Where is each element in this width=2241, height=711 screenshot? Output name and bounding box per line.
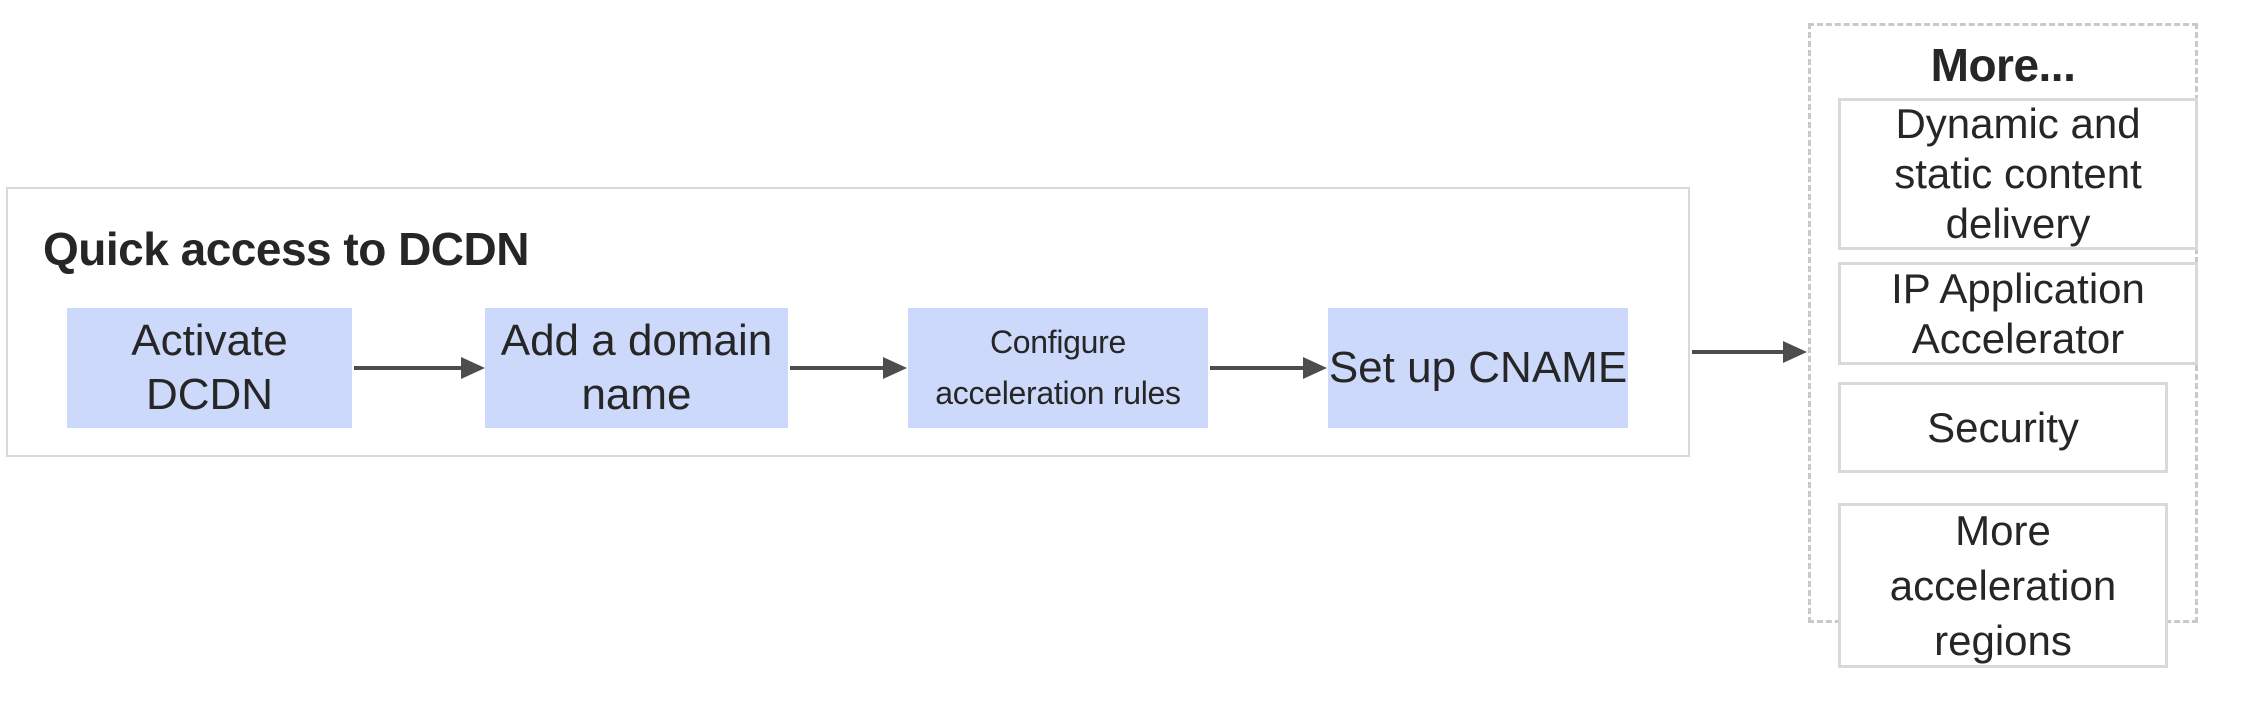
more-item-more-acceleration-regions: More acceleration regions bbox=[1838, 503, 2168, 668]
step-configure-acceleration-rules: Configure acceleration rules bbox=[908, 308, 1208, 428]
more-item-ip-application-accelerator: IP Application Accelerator bbox=[1838, 262, 2198, 365]
step-add-domain-name: Add a domain name bbox=[485, 308, 788, 428]
quick-access-panel-title: Quick access to DCDN bbox=[43, 223, 529, 275]
more-item-dynamic-static-delivery: Dynamic and static content delivery bbox=[1838, 98, 2198, 250]
more-panel-title: More... bbox=[1930, 39, 2076, 91]
arrow-panel-to-more bbox=[1692, 341, 1807, 363]
arrowhead-icon bbox=[1783, 341, 1807, 363]
more-item-security: Security bbox=[1838, 382, 2168, 473]
step-activate-dcdn: Activate DCDN bbox=[67, 308, 352, 428]
step-set-up-cname: Set up CNAME bbox=[1328, 308, 1628, 428]
